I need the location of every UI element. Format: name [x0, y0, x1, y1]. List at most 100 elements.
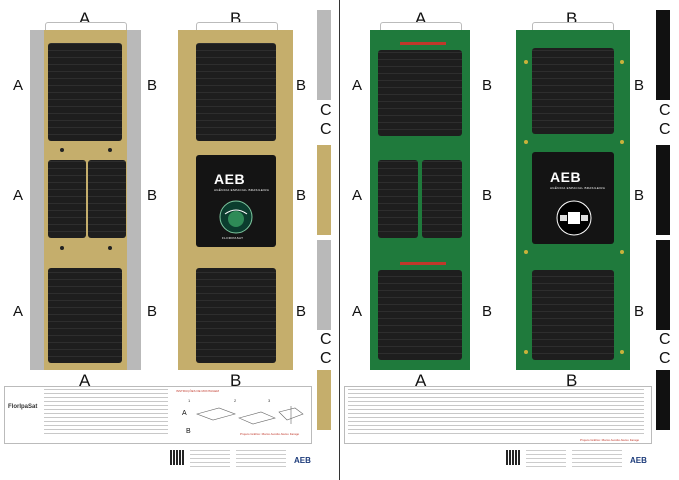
label-c-3: C	[320, 331, 332, 348]
r-label-c-3: C	[659, 331, 671, 348]
r-label-c-2: C	[659, 121, 671, 138]
r-label-b-right-1: B	[634, 77, 645, 94]
footer-social-right	[572, 450, 622, 468]
credit-left: Projeto Gráfico: Marco Aurélio Aleixo Fa…	[240, 432, 300, 436]
r-solar-panel-a3	[422, 160, 462, 238]
r-solar-panel-b1	[532, 48, 614, 134]
r-label-c-4: C	[659, 350, 671, 367]
qr-code-right	[506, 450, 521, 465]
aeb-logo-right-sub: AGÊNCIA ESPACIAL BRASILEIRA	[550, 186, 606, 190]
solar-panel-a4	[48, 268, 122, 363]
a-grey-right	[127, 30, 141, 370]
r-label-b-right-2: B	[634, 187, 645, 204]
r-strip-c-bottom	[656, 370, 670, 430]
r-screw-1	[524, 60, 528, 64]
left-sheet: A B A A A B B B AEB AGÊNCIA ESPACIAL BRA…	[0, 0, 338, 480]
r-strip-c-low	[656, 240, 670, 330]
assembly-diagram-icon	[196, 406, 304, 425]
r-label-a-left-1: A	[352, 77, 363, 94]
footer-social-left	[236, 450, 286, 468]
intro-text-block	[44, 389, 168, 437]
label-a-left-3: A	[13, 303, 24, 320]
r-label-b-mid-3: B	[482, 303, 493, 320]
label-c-1: C	[320, 102, 332, 119]
r-label-b-mid-1: B	[482, 77, 493, 94]
solar-panel-a2	[48, 160, 86, 238]
label-b-top: B	[230, 9, 242, 28]
label-a-left-1: A	[13, 77, 24, 94]
label-c-2: C	[320, 121, 332, 138]
r-screw-7	[524, 350, 528, 354]
project-title: FlorIpaSat	[8, 404, 38, 410]
instructions-box	[4, 386, 312, 444]
r-label-c-1: C	[659, 102, 671, 119]
r-label-b-right-3: B	[634, 303, 645, 320]
step-2: 2	[234, 398, 237, 403]
screw-a3	[60, 246, 64, 250]
r-screw-4	[620, 140, 624, 144]
footer-aeb-logo-left: AEB	[294, 456, 311, 465]
r-screw-6	[620, 250, 624, 254]
label-b-right-1: B	[296, 77, 307, 94]
r-screw-2	[620, 60, 624, 64]
footer-aeb-logo-right: AEB	[630, 456, 647, 465]
diagram-b: B	[186, 428, 191, 435]
label-a-left-2: A	[13, 187, 24, 204]
screw-a1	[60, 148, 64, 152]
label-b-right-2: B	[296, 187, 307, 204]
r-screw-5	[524, 250, 528, 254]
r-chip-row-1	[400, 42, 446, 45]
r-label-a-bottom: A	[415, 371, 427, 390]
label-c-4: C	[320, 350, 332, 367]
r-screw-8	[620, 350, 624, 354]
aeb-logo-left: AEB	[214, 171, 246, 187]
label-b-bottom: B	[230, 371, 242, 390]
label-b-mid-1: B	[147, 77, 158, 94]
diagram-a: A	[182, 410, 187, 417]
r-screw-3	[524, 140, 528, 144]
mission-badge-label: FLORIPASAT	[222, 236, 244, 240]
mission-badge-icon	[219, 200, 253, 234]
r-text-box	[344, 386, 652, 444]
strip-c-mid	[317, 145, 331, 235]
screw-a2	[108, 148, 112, 152]
sheet-divider	[339, 0, 340, 480]
r-strip-c-mid	[656, 145, 670, 235]
solar-panel-b1	[196, 43, 276, 141]
r-solar-panel-a1	[378, 50, 462, 136]
label-a-bottom: A	[79, 371, 91, 390]
a-grey-left	[30, 30, 44, 370]
r-label-a-left-2: A	[352, 187, 363, 204]
label-a-top: A	[79, 9, 91, 28]
credit-right: Projeto Gráfico: Marco Aurélio Aleixo Fa…	[580, 438, 640, 442]
solar-panel-a1	[48, 43, 122, 141]
step-1: 1	[188, 398, 191, 403]
r-body-text	[348, 389, 644, 437]
solar-panel-b2	[196, 268, 276, 363]
qr-code-left	[170, 450, 185, 465]
r-label-a-left-3: A	[352, 303, 363, 320]
satellite-badge-icon	[556, 200, 592, 236]
r-label-b-bottom: B	[566, 371, 578, 390]
screw-a4	[108, 246, 112, 250]
footer-contact-left	[190, 450, 230, 468]
label-b-mid-3: B	[147, 303, 158, 320]
strip-c-top	[317, 10, 331, 100]
instructions-title: INSTRUÇÕES DE MONTAGEM	[176, 389, 219, 393]
solar-panel-a3	[88, 160, 126, 238]
label-b-mid-2: B	[147, 187, 158, 204]
label-b-right-3: B	[296, 303, 307, 320]
footer-contact-right	[526, 450, 566, 468]
r-solar-panel-a4	[378, 270, 462, 360]
step-3: 3	[268, 398, 271, 403]
r-label-a-top: A	[415, 9, 427, 28]
r-strip-c-top	[656, 10, 670, 100]
right-sheet: A B A A A B B B AEB AGÊNCIA ESPACIAL BRA…	[340, 0, 679, 480]
strip-c-bottom	[317, 370, 331, 430]
r-chip-row-2	[400, 262, 446, 265]
aeb-logo-left-sub: AGÊNCIA ESPACIAL BRASILEIRA	[214, 188, 270, 192]
r-label-b-top: B	[566, 9, 578, 28]
aeb-logo-right: AEB	[550, 169, 582, 185]
r-label-b-mid-2: B	[482, 187, 493, 204]
r-solar-panel-b2	[532, 270, 614, 360]
